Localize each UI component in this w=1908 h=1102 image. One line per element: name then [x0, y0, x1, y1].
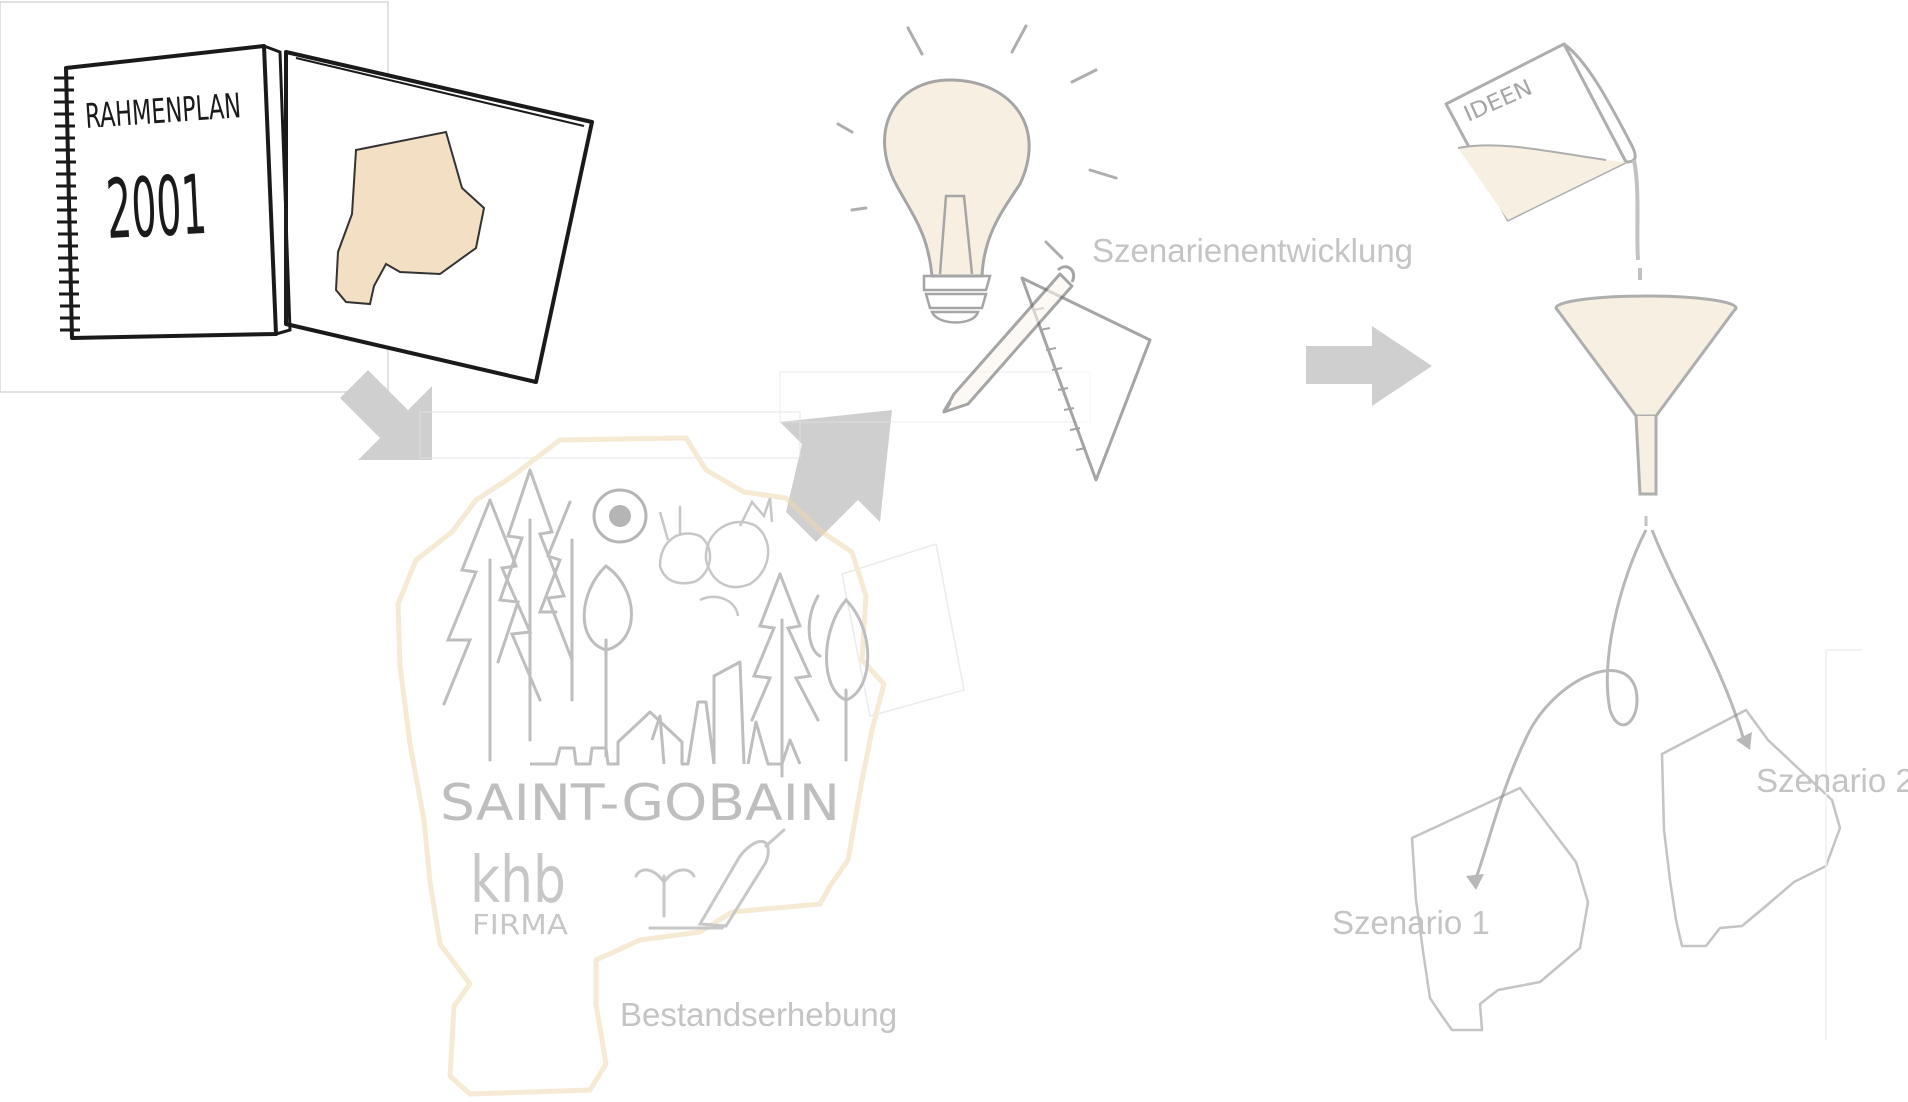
label-survey: Bestandserhebung	[620, 996, 898, 1033]
scenario-branches	[1466, 529, 1752, 890]
rooster-icon	[699, 497, 774, 617]
label-scenario-2: Szenario 2	[1756, 762, 1908, 799]
company-word: FIRMA	[472, 908, 568, 941]
scenario-2-plan	[1660, 649, 1862, 1040]
forest-icon	[442, 468, 870, 778]
skyline	[530, 660, 802, 766]
map-icon: SAINT-GOBAIN khb FIRMA	[395, 411, 965, 1097]
rabbit-icon	[658, 506, 712, 585]
notebook-icon: RAHMENPLAN 2001	[0, 1, 594, 393]
brand-name: SAINT-GOBAIN	[440, 774, 840, 832]
set-square-icon	[1020, 276, 1152, 482]
label-scenario-1: Szenario 1	[1332, 904, 1490, 941]
trowel-icon	[634, 828, 786, 930]
pencil-icon	[942, 265, 1075, 414]
light-bulb-icon	[779, 24, 1118, 423]
scenario-1-plan	[1410, 786, 1590, 1032]
company-abbr: khb	[470, 844, 566, 918]
site-outline	[395, 435, 887, 1097]
funnel-icon	[1554, 294, 1738, 526]
arrow-to-funnel-icon	[1306, 326, 1432, 406]
label-scenario-development: Szenarienentwicklung	[1092, 232, 1414, 269]
parcel-shape	[334, 130, 486, 306]
football-icon	[592, 488, 648, 544]
arrow-to-survey-icon	[340, 370, 432, 460]
notebook-year: 2001	[104, 158, 209, 258]
measuring-jug-icon: IDEEN	[1444, 42, 1642, 280]
arrow-to-scenarios-icon	[780, 410, 892, 542]
